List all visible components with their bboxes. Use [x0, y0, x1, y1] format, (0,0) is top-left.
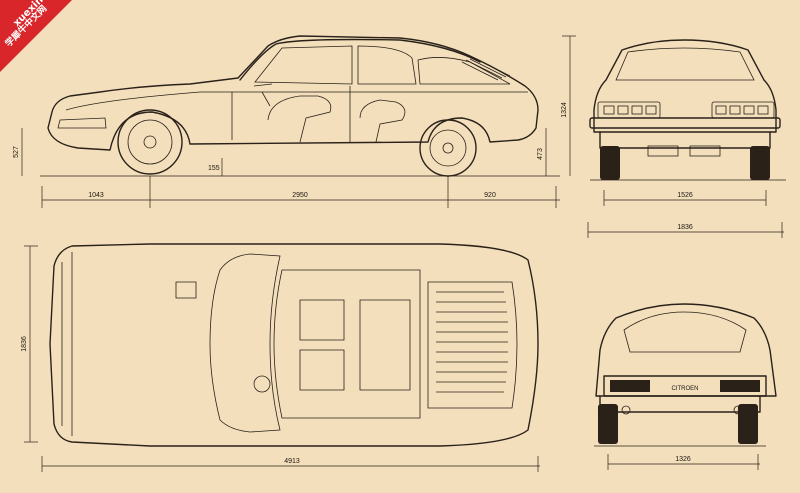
top-rear-seat: [359, 299, 411, 391]
side-clearance-label: 155: [208, 165, 220, 172]
side-front-hubcap: [143, 135, 157, 149]
side-headlight-bar: [57, 117, 107, 129]
rear-lower-body: [599, 395, 761, 413]
side-rear-overhang-label: 920: [484, 192, 496, 199]
rear-track-label: 1326: [675, 456, 691, 463]
side-body-outline: [47, 35, 539, 151]
front-left-intake: [647, 145, 679, 157]
top-front-edge: [61, 252, 73, 436]
front-right-tyre: [750, 146, 770, 180]
rear-badge: CITROEN: [672, 386, 699, 392]
top-view: 1836 4913: [21, 243, 540, 472]
rear-right-tyre: [738, 404, 758, 444]
rear-body-outline: [595, 303, 777, 397]
front-lower-body: [599, 131, 771, 149]
side-rear-height-label: 473: [537, 148, 544, 160]
top-rear-louvres: [436, 291, 508, 393]
side-front-window: [254, 45, 353, 85]
rear-panel: [603, 375, 767, 397]
top-length-label: 4913: [284, 458, 300, 465]
top-body-outline: [49, 243, 539, 447]
rear-left-tyre: [598, 404, 618, 444]
front-bumper: [589, 117, 781, 129]
side-roof-line: [239, 38, 481, 81]
front-windscreen: [615, 47, 755, 81]
rear-right-lamp: [720, 380, 760, 392]
side-wheelbase-label: 2950: [292, 192, 308, 199]
rear-left-exhaust: [621, 405, 631, 415]
top-front-seats: [299, 299, 345, 391]
side-rear-window: [357, 45, 417, 85]
front-width-label: 1836: [677, 224, 693, 231]
side-rear-hubcap: [442, 142, 454, 154]
rear-right-exhaust: [733, 405, 743, 415]
side-rear-seat: [359, 99, 406, 143]
side-hatch-window: [417, 57, 511, 85]
top-bonnet-emblem: [175, 281, 197, 299]
watermark-triangle: [0, 0, 72, 72]
front-view: 1526 1836: [587, 39, 786, 238]
top-cabin-roof: [273, 269, 421, 419]
front-left-tyre: [600, 146, 620, 180]
side-height-label: 1324: [561, 102, 568, 118]
side-rear-hub: [429, 129, 467, 167]
watermark-badge: xuexiniu 学犀牛中文网: [0, 0, 72, 72]
rear-left-lamp: [610, 380, 650, 392]
rear-view: CITROEN 1326: [594, 303, 777, 470]
front-headlights: [597, 101, 775, 119]
side-front-overhang-label: 1043: [88, 192, 104, 199]
side-door-lines: [231, 86, 351, 142]
side-front-wheel: [117, 109, 183, 175]
side-belt-line: [65, 91, 528, 111]
side-view: 1324 473 527 155 1043 2950 920: [13, 35, 576, 208]
front-right-intake: [689, 145, 721, 157]
side-steering-wheel: [253, 83, 273, 107]
side-rear-wheel: [419, 119, 477, 177]
side-front-hub: [127, 119, 173, 165]
front-track-label: 1526: [677, 192, 693, 199]
top-steering-wheel: [253, 375, 271, 393]
side-rear-louvres: [461, 57, 511, 81]
side-front-seat: [267, 95, 332, 143]
top-width-label: 1836: [21, 336, 28, 352]
side-front-height-label: 527: [13, 146, 20, 158]
front-body-outline: [593, 39, 777, 133]
rear-window: [623, 311, 747, 353]
top-windscreen: [209, 253, 281, 433]
top-rear-hatch: [427, 281, 518, 409]
